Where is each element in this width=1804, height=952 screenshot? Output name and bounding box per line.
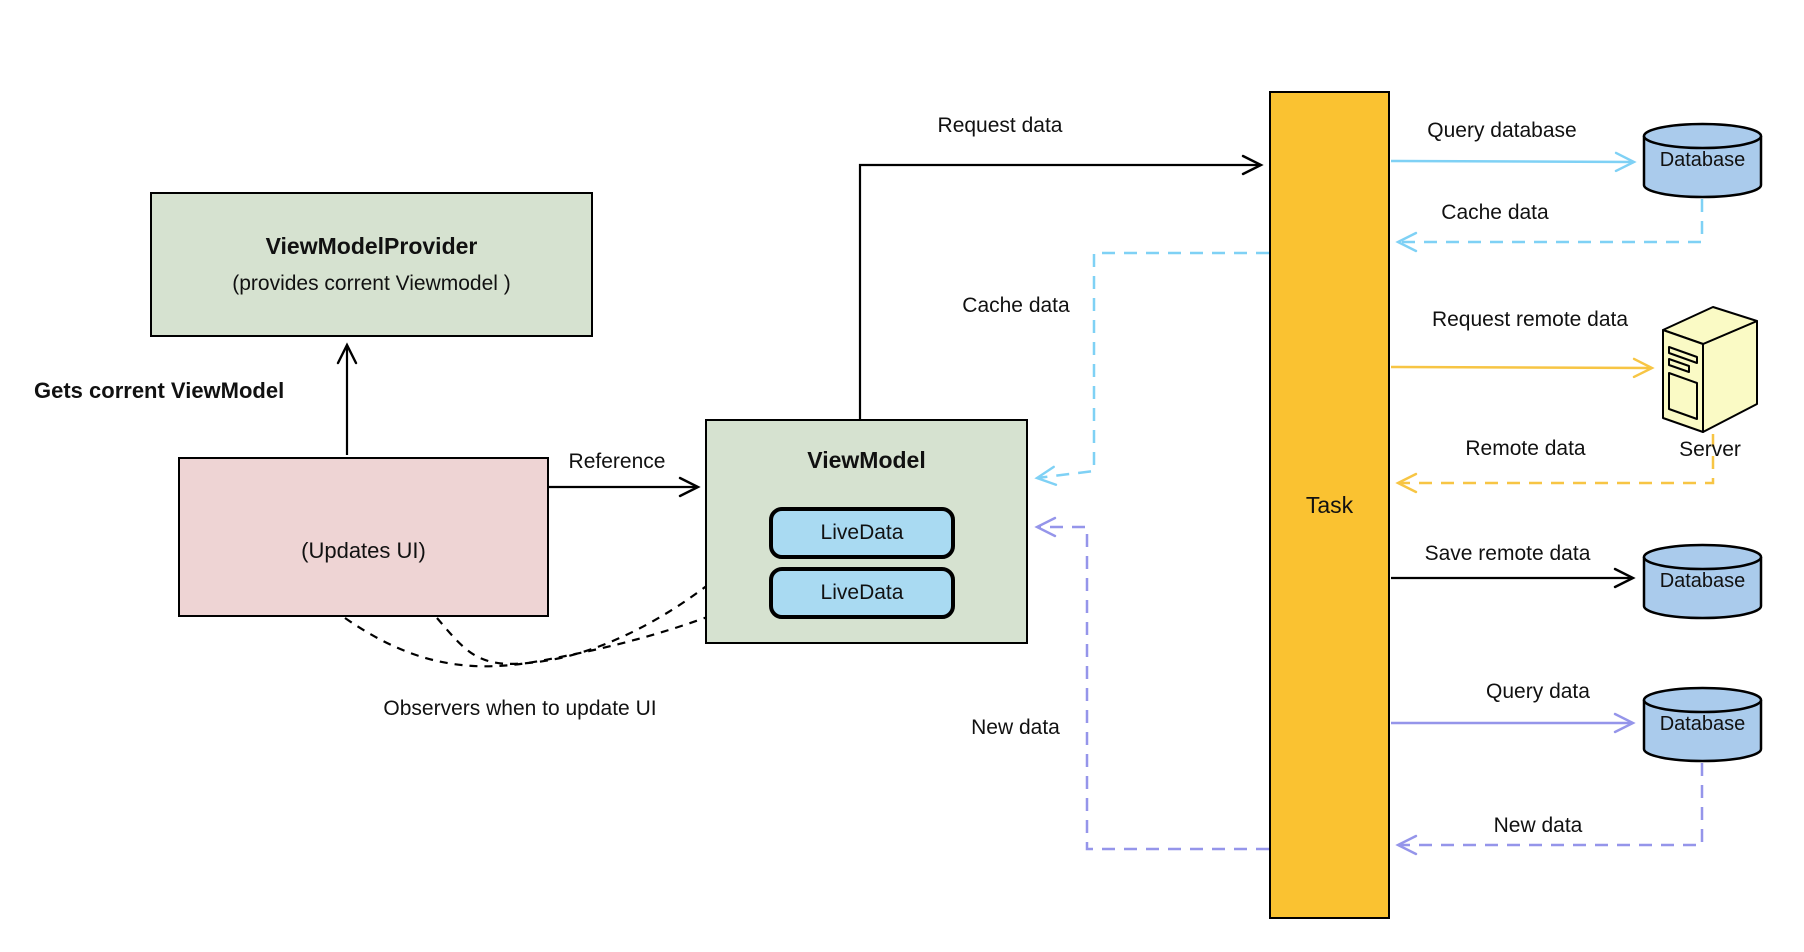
livedata-box-2: LiveData bbox=[769, 567, 955, 619]
remote-data-return-arrow bbox=[1395, 434, 1715, 494]
reference-label: Reference bbox=[568, 450, 666, 473]
database-top-node: Database bbox=[1642, 122, 1763, 200]
new-data-to-viewmodel-arrow bbox=[1034, 516, 1269, 851]
database-bottom-label: Database bbox=[1659, 713, 1746, 735]
cache-data-left-label: Cache data bbox=[962, 294, 1070, 317]
cache-data-to-viewmodel-arrow bbox=[1034, 251, 1269, 486]
livedata-1-label: LiveData bbox=[820, 521, 904, 544]
server-node bbox=[1642, 300, 1767, 445]
request-remote-data-label: Request remote data bbox=[1431, 308, 1629, 331]
observer-arrow-2 bbox=[436, 534, 766, 665]
server-tower-icon bbox=[1662, 306, 1758, 433]
new-data-right-label: New data bbox=[1493, 814, 1583, 837]
new-data-return-arrow bbox=[1395, 763, 1704, 856]
query-data-label: Query data bbox=[1486, 680, 1590, 703]
viewmodel-title: ViewModel bbox=[807, 447, 926, 473]
new-data-left-label: New data bbox=[971, 716, 1060, 739]
cache-data-return-arrow bbox=[1395, 199, 1704, 253]
observers-label: Observers when to update UI bbox=[383, 697, 657, 720]
viewmodelprovider-title: ViewModelProvider bbox=[265, 233, 478, 259]
viewmodel-node: ViewModel LiveData LiveData bbox=[705, 419, 1028, 644]
database-top-label: Database bbox=[1659, 149, 1746, 171]
gets-current-viewmodel-label: Gets corrent ViewModel bbox=[34, 378, 285, 403]
cache-data-right-label: Cache data bbox=[1441, 201, 1549, 224]
database-cylinder-icon bbox=[1642, 686, 1763, 763]
viewmodelprovider-node: ViewModelProvider (provides corrent View… bbox=[150, 192, 593, 337]
request-data-arrow bbox=[858, 154, 1264, 419]
query-database-arrow bbox=[1390, 151, 1637, 173]
updates-ui-label: (Updates UI) bbox=[301, 538, 426, 563]
request-data-label: Request data bbox=[937, 114, 1063, 137]
query-database-label: Query database bbox=[1427, 119, 1577, 142]
updates-ui-node: (Updates UI) bbox=[178, 457, 549, 617]
livedata-box-1: LiveData bbox=[769, 507, 955, 559]
database-cylinder-icon bbox=[1642, 543, 1763, 620]
save-remote-data-label: Save remote data bbox=[1424, 542, 1591, 565]
task-label: Task bbox=[1305, 491, 1354, 518]
database-cylinder-icon bbox=[1642, 122, 1763, 199]
server-label: Server bbox=[1679, 438, 1741, 461]
database-bottom-node: Database bbox=[1642, 686, 1763, 764]
database-middle-label: Database bbox=[1659, 570, 1746, 592]
viewmodelprovider-subtitle: (provides corrent Viewmodel ) bbox=[232, 272, 511, 295]
database-middle-node: Database bbox=[1642, 543, 1763, 621]
request-remote-data-arrow bbox=[1390, 357, 1655, 379]
livedata-2-label: LiveData bbox=[820, 581, 904, 604]
task-node: Task bbox=[1269, 91, 1390, 919]
remote-data-label: Remote data bbox=[1465, 437, 1586, 460]
